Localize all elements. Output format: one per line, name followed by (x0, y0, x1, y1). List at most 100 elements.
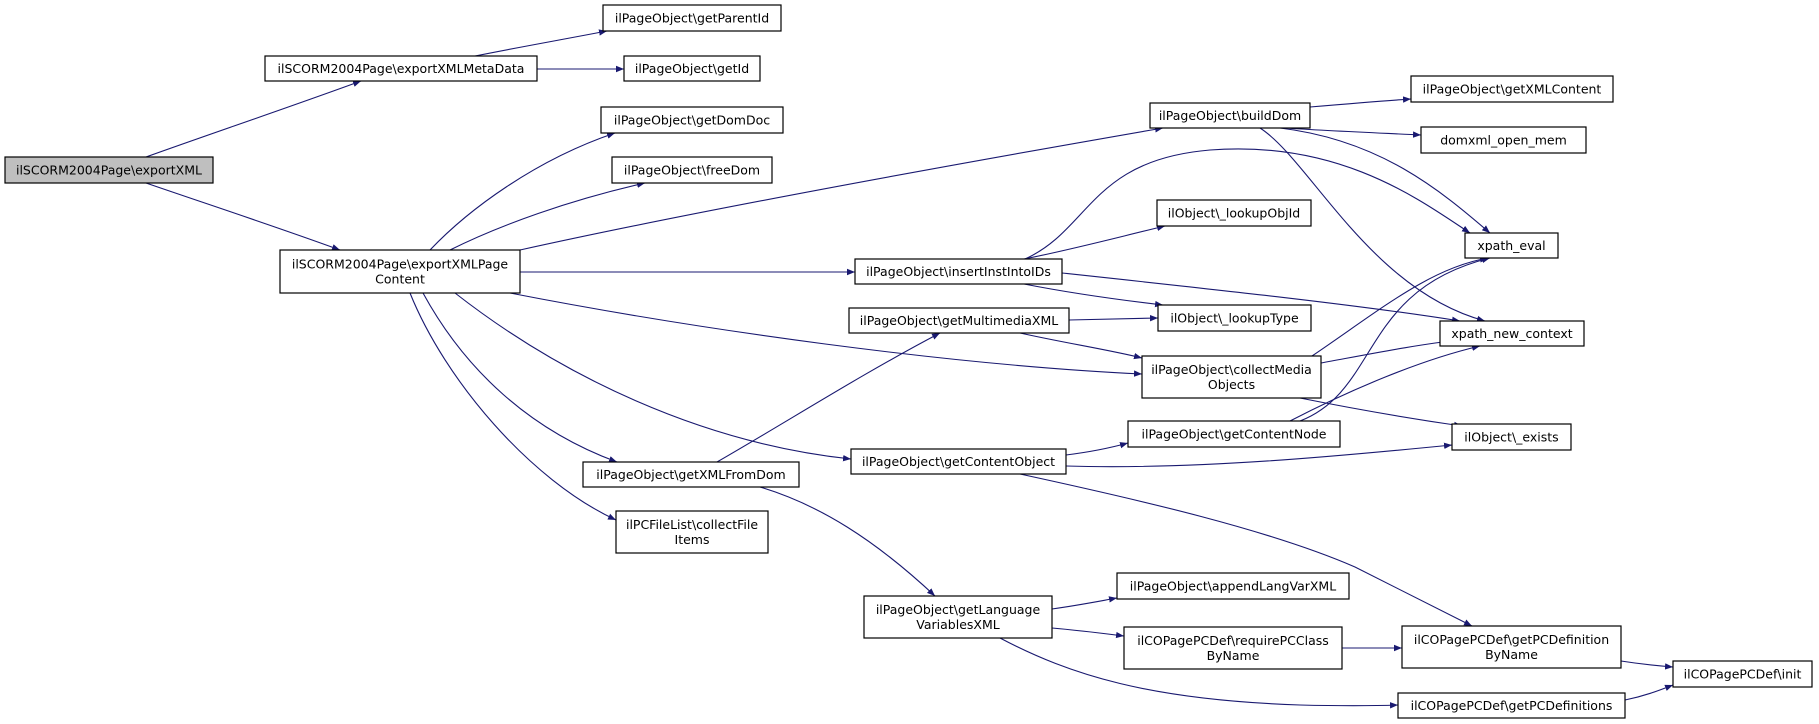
node-label: ilPageObject\getXMLContent (1423, 82, 1602, 97)
edge-arrow (474, 29, 608, 57)
node-label: ilSCORM2004Page\exportXMLPage (292, 257, 509, 272)
node-lookupObjId[interactable]: ilObject\_lookupObjId (1156, 199, 1312, 227)
node-init[interactable]: ilCOPagePCDef\init (1672, 660, 1813, 688)
nodes: ilSCORM2004Page\exportXML ilSCORM2004Page… (4, 4, 1813, 719)
edge-getPCDefByName-to-init (1620, 660, 1674, 670)
node-box (1141, 355, 1322, 399)
edge-arrow (1065, 442, 1129, 456)
edge-pagecontent-to-getDomDoc (429, 132, 616, 251)
node-buildDom[interactable]: ilPageObject\buildDom (1149, 102, 1311, 129)
node-box (848, 307, 1070, 334)
node-box (1127, 420, 1341, 448)
node-root[interactable]: ilSCORM2004Page\exportXML (4, 156, 214, 184)
edge-arrow (449, 181, 646, 251)
node-label: ilPageObject\getContentNode (1142, 427, 1327, 442)
edge-arrow (1309, 96, 1412, 108)
node-label: ilPageObject\getDomDoc (614, 113, 770, 128)
edge-getContentObject-to-getContentNode (1065, 442, 1129, 456)
edge-getMultimedia-to-lookupType (1068, 314, 1159, 322)
node-label: ilPageObject\getXMLFromDom (596, 467, 785, 482)
node-xpath_eval[interactable]: xpath_eval (1464, 232, 1559, 259)
node-freeDom[interactable]: ilPageObject\freeDom (611, 156, 773, 184)
node-metadata[interactable]: ilSCORM2004Page\exportXMLMetaData (264, 55, 538, 82)
node-box (850, 448, 1067, 475)
node-label: ilPCFileList\collectFile (626, 517, 758, 532)
edge-arrow (1284, 127, 1422, 138)
node-label: ilPageObject\collectMedia (1151, 362, 1312, 377)
edge-arrow (1023, 283, 1164, 308)
node-getContentNode[interactable]: ilPageObject\getContentNode (1127, 420, 1341, 448)
node-box (1672, 660, 1813, 688)
node-box (1451, 423, 1572, 451)
edge-getMultimedia-to-collectMedia (1019, 332, 1143, 360)
edge-pagecontent-to-buildDom (519, 126, 1164, 251)
edge-arrow (454, 292, 852, 462)
edge-arrow (716, 332, 941, 463)
node-getPCDefs[interactable]: ilCOPagePCDef\getPCDefinitions (1397, 692, 1626, 719)
node-getContentObject[interactable]: ilPageObject\getContentObject (850, 448, 1067, 475)
node-box (582, 461, 800, 488)
node-appendLangVar[interactable]: ilPageObject\appendLangVarXML (1116, 572, 1350, 600)
node-label: ilPageObject\getId (635, 61, 749, 76)
node-box (1439, 320, 1585, 347)
node-box (854, 258, 1063, 285)
edge-buildDom-to-domxml (1284, 127, 1422, 138)
node-label: xpath_eval (1477, 238, 1545, 253)
node-box (623, 55, 761, 82)
node-label: Content (375, 272, 425, 287)
edge-insertInst-to-lookupObjId (1023, 224, 1166, 260)
node-exists[interactable]: ilObject\_exists (1451, 423, 1572, 451)
node-getMultimedia[interactable]: ilPageObject\getMultimediaXML (848, 307, 1070, 334)
edge-metadata-to-getParentId (474, 29, 608, 57)
node-getXMLFromDom[interactable]: ilPageObject\getXMLFromDom (582, 461, 800, 488)
edge-arrow (509, 292, 1143, 377)
edge-arrow (1279, 127, 1491, 234)
edge-arrow (1051, 596, 1118, 610)
node-domxml[interactable]: domxml_open_mem (1420, 126, 1587, 154)
edge-collectMedia-to-xpath_ctx (1320, 337, 1461, 364)
edge-pagecontent-to-collectMedia (509, 292, 1143, 377)
node-box (1420, 126, 1587, 154)
edge-arrow (1259, 127, 1486, 322)
edge-getXMLFromDom-to-getMultimedia (716, 332, 941, 463)
edge-arrow (145, 80, 362, 158)
edge-collectMedia-to-exists (1299, 397, 1463, 429)
edge-getLangVars-to-requirePC (1051, 627, 1125, 639)
edge-buildDom-to-xpath_ctx (1259, 127, 1486, 322)
edge-pagecontent-to-getContentObject (454, 292, 852, 462)
edge-arrow (999, 637, 1399, 709)
edge-arrow (1023, 224, 1166, 260)
node-box (279, 249, 521, 294)
node-getXMLContent[interactable]: ilPageObject\getXMLContent (1410, 75, 1614, 103)
node-getParentId[interactable]: ilPageObject\getParentId (602, 4, 782, 32)
edge-insertInst-to-xpath_eval (1024, 148, 1471, 260)
edge-arrow (1289, 344, 1481, 422)
node-label: Items (675, 532, 710, 547)
node-box (1397, 692, 1626, 719)
edge-pagecontent-to-collectFile (409, 292, 617, 521)
node-box (1157, 304, 1312, 332)
edge-arrow (1019, 473, 1473, 627)
node-box (1410, 75, 1614, 103)
node-lookupType[interactable]: ilObject\_lookupType (1157, 304, 1312, 332)
edge-arrow (1068, 314, 1159, 322)
node-xpath_ctx[interactable]: xpath_new_context (1439, 320, 1585, 347)
node-insertInst[interactable]: ilPageObject\insertInstIntoIDs (854, 258, 1063, 285)
node-getId[interactable]: ilPageObject\getId (623, 55, 761, 82)
node-label: ilSCORM2004Page\exportXMLMetaData (278, 61, 525, 76)
edge-arrow (145, 182, 341, 251)
edge-getXMLFromDom-to-getLangVars (759, 486, 936, 597)
node-box (1401, 625, 1622, 669)
node-label: ilObject\_exists (1464, 430, 1558, 445)
node-getDomDoc[interactable]: ilPageObject\getDomDoc (600, 106, 784, 134)
node-box (615, 510, 769, 554)
edge-arrow (1019, 332, 1143, 360)
node-label: ilPageObject\getLanguage (876, 602, 1041, 617)
edge-arrow (1624, 684, 1674, 701)
